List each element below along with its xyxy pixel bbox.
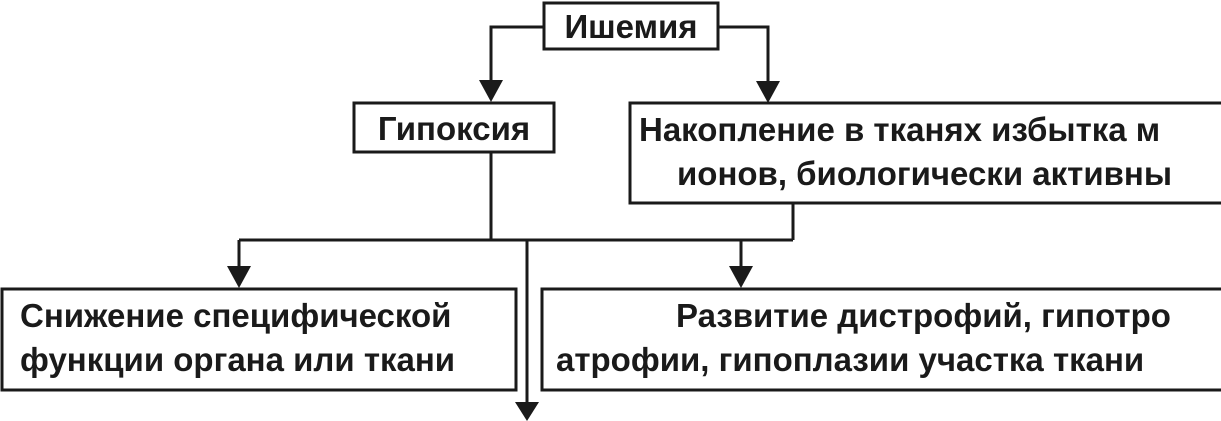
- node-hypoxia-label: Гипоксия: [378, 110, 530, 147]
- node-ischemia-box: [542, 1, 720, 51]
- node-function-decrease: Снижение специфической функции органа ил…: [0, 287, 518, 392]
- node-dystrophy-box: [540, 287, 1221, 392]
- node-function-decrease-line-2: функции органа или ткани: [20, 341, 455, 378]
- node-dystrophy-line-2: атрофии, гипоплазии участка ткани: [556, 341, 1144, 378]
- node-function-decrease-box: [0, 287, 518, 392]
- node-accumulation-line-1: Накопление в тканях избытка м: [639, 111, 1160, 148]
- arrowhead-accumulation: [756, 81, 780, 103]
- connector-ischemia-accumulation: [719, 25, 770, 84]
- node-dystrophy-line-1: Развитие дистрофий, гипотро: [676, 297, 1171, 334]
- node-ischemia-label: Ишемия: [564, 8, 697, 45]
- arrowhead-down: [515, 402, 539, 421]
- arrowheads: [227, 80, 780, 421]
- arrowhead-function: [227, 266, 251, 288]
- node-accumulation: Накопление в тканях избытка м ионов, био…: [628, 101, 1221, 205]
- node-hypoxia: Гипоксия: [352, 101, 556, 154]
- arrowhead-dystrophy: [729, 266, 753, 288]
- node-accumulation-line-2: ионов, биологически активны: [677, 155, 1172, 192]
- connector-ischemia-hypoxia: [489, 25, 543, 82]
- node-accumulation-box: [628, 101, 1221, 205]
- node-ischemia: Ишемия: [542, 1, 720, 51]
- arrowhead-hypoxia: [479, 80, 503, 102]
- connectors: [237, 25, 795, 404]
- node-hypoxia-box: [352, 101, 556, 154]
- node-function-decrease-line-1: Снижение специфической: [20, 297, 451, 334]
- node-dystrophy: Развитие дистрофий, гипотро атрофии, гип…: [540, 287, 1221, 392]
